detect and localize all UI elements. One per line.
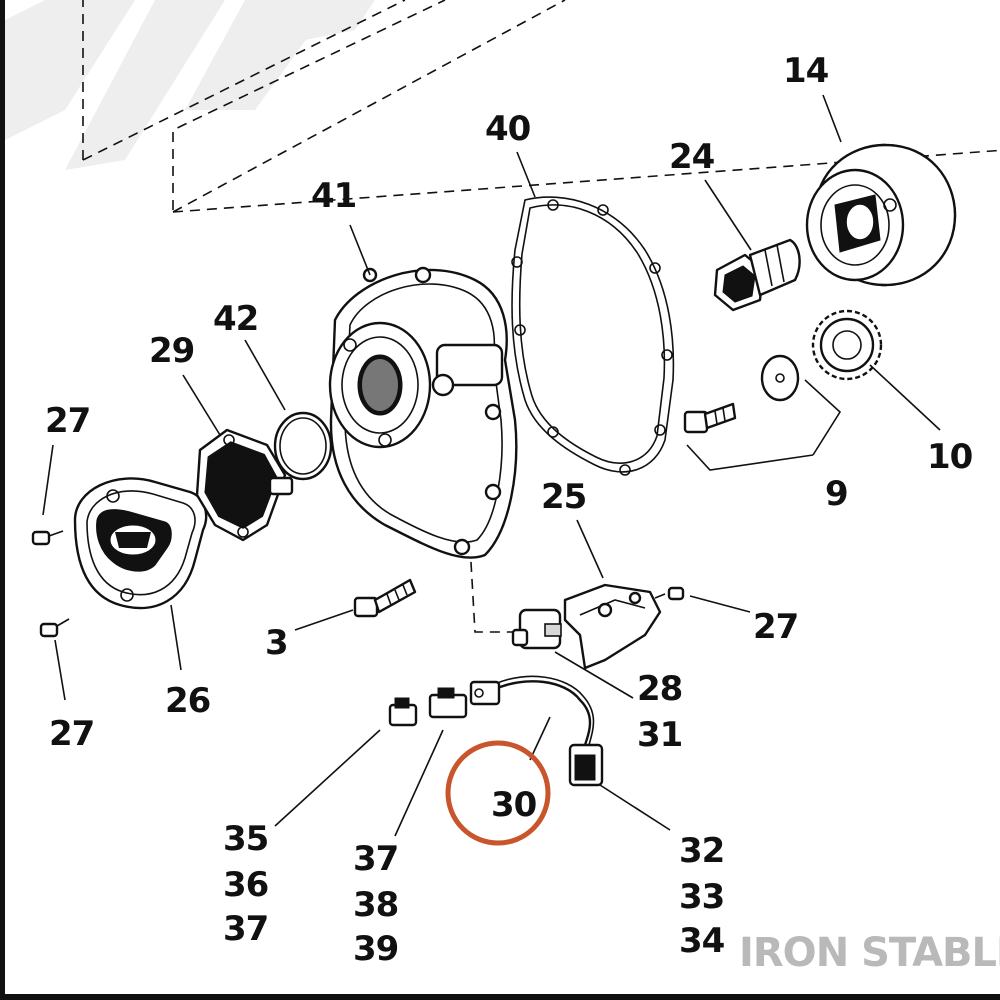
connector-32 — [568, 743, 604, 787]
callout-41: 41 — [311, 176, 356, 216]
connector-35 — [388, 697, 418, 727]
callout-28: 28 — [637, 669, 682, 709]
background-stripes — [5, 0, 375, 170]
connector-mid — [469, 680, 501, 706]
part-30-harness — [388, 675, 604, 787]
watermark-iron-stable: IRON STABLE — [739, 930, 1000, 976]
callout-42: 42 — [213, 299, 258, 339]
callout-35: 35 — [223, 819, 268, 859]
callout-29: 29 — [149, 331, 194, 371]
callout-37-left: 37 — [223, 909, 268, 949]
part-9-bolt-washer — [683, 354, 800, 434]
leader-lines — [42, 94, 941, 837]
callout-27-top-left: 27 — [45, 401, 90, 441]
callout-27-bottom-left: 27 — [49, 714, 94, 754]
part-14-sprocket — [805, 143, 957, 287]
callout-33: 33 — [679, 877, 724, 917]
callout-3: 3 — [265, 623, 288, 663]
part-26-cover — [73, 477, 208, 610]
callout-27-right: 27 — [753, 607, 798, 647]
callout-31: 31 — [637, 715, 682, 755]
screw-27-left-bottom — [39, 618, 70, 638]
part-27-screws — [31, 530, 685, 638]
callout-26: 26 — [165, 681, 210, 721]
callout-30: 30 — [491, 785, 537, 825]
screw-27-right — [654, 586, 685, 601]
part-29-plate — [195, 428, 294, 542]
callout-30-highlight-circle — [445, 740, 551, 846]
part-10-small-sprocket — [811, 309, 883, 381]
part-41-cam-cover — [328, 266, 518, 559]
callout-39: 39 — [353, 929, 398, 969]
callout-37-middle: 37 — [353, 839, 398, 879]
callout-10: 10 — [927, 437, 973, 477]
screw-27-left-top — [31, 530, 64, 546]
assembly-reference-lines — [82, 0, 1000, 633]
callout-14: 14 — [783, 51, 829, 91]
callout-9: 9 — [825, 474, 848, 514]
part-42-oring — [273, 411, 333, 481]
callout-38: 38 — [353, 885, 398, 925]
callout-34: 34 — [679, 921, 725, 961]
part-25-bracket — [563, 583, 662, 670]
callout-32: 32 — [679, 831, 724, 871]
part-24-actuator — [713, 238, 801, 312]
callout-36: 36 — [223, 865, 268, 905]
connector-37 — [428, 687, 468, 719]
callout-24: 24 — [669, 137, 715, 177]
callout-40: 40 — [485, 109, 531, 149]
part-3-bolt — [353, 578, 417, 618]
part-28-sensor — [511, 608, 562, 650]
part-40-gasket — [511, 196, 675, 476]
callout-numbers: 14 40 24 41 42 29 27 10 9 25 27 3 26 27 … — [45, 51, 974, 969]
exploded-parts-diagram: 14 40 24 41 42 29 27 10 9 25 27 3 26 27 … — [5, 0, 1000, 976]
callout-25: 25 — [541, 477, 586, 517]
